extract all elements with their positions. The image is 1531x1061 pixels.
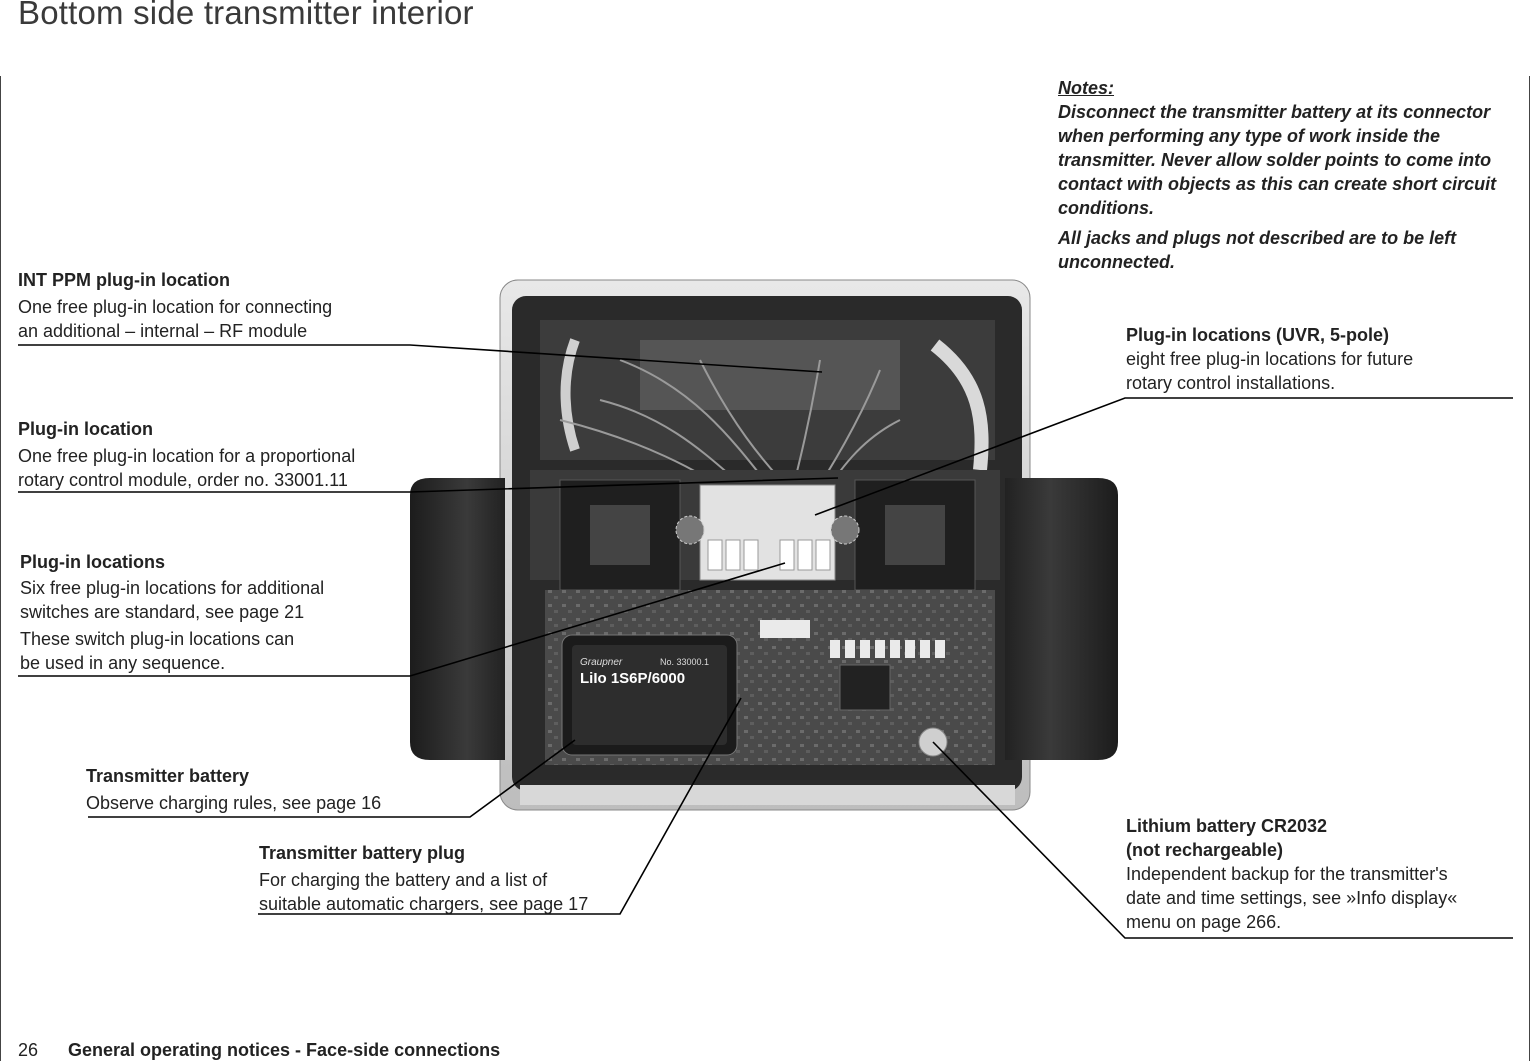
callout-text: Observe charging rules, see page 16 <box>86 793 382 813</box>
leader-switch-locations <box>18 562 786 677</box>
callout-text: One free plug-in location for connecting <box>18 297 333 317</box>
callout-heading: Plug-in locations <box>20 552 166 572</box>
notes-paragraph-2: All jacks and plugs not described are to… <box>1058 228 1457 272</box>
leader-transmitter-battery <box>88 739 576 818</box>
callout-text: be used in any sequence. <box>20 653 226 673</box>
callout-text: These switch plug-in locations can <box>20 629 295 649</box>
left-grip <box>410 478 505 760</box>
battery-brand-label: Graupner <box>580 657 623 668</box>
leader-int-ppm <box>18 344 823 373</box>
callout-text: Six free plug-in locations for additiona… <box>20 578 325 598</box>
page-number: 26 <box>18 1040 39 1060</box>
footer-section-title: General operating notices - Face-side co… <box>68 1040 501 1060</box>
notes-paragraph-1: Disconnect the transmitter battery at it… <box>1058 102 1497 218</box>
callout-text: One free plug-in location for a proporti… <box>18 446 356 466</box>
battery-model-label: LiIo 1S6P/6000 <box>580 670 685 687</box>
leader-lithium <box>932 741 1513 939</box>
callout-text: suitable automatic chargers, see page 17 <box>259 894 589 914</box>
callout-heading: Plug-in locations (UVR, 5-pole) <box>1126 325 1390 345</box>
leader-battery-plug <box>258 697 742 915</box>
callout-lithium: Lithium battery CR2032 (not rechargeable… <box>1126 814 1457 934</box>
callout-transmitter-battery: Transmitter battery Observe charging rul… <box>86 764 381 815</box>
callout-uvr: Plug-in locations (UVR, 5-pole) eight fr… <box>1126 323 1413 395</box>
callout-text: For charging the battery and a list of <box>259 870 548 890</box>
callout-text: date and time settings, see »Info displa… <box>1126 888 1458 908</box>
callout-heading: Plug-in location <box>18 419 153 439</box>
callout-switch-locations: Plug-in locations Six free plug-in locat… <box>20 550 324 675</box>
callout-text: menu on page 266. <box>1126 912 1282 932</box>
callout-text: rotary control module, order no. 33001.1… <box>18 470 348 490</box>
callout-int-ppm: INT PPM plug-in location One free plug-i… <box>18 268 332 343</box>
leader-plugin-location <box>18 477 839 493</box>
leader-uvr <box>814 397 1513 516</box>
callout-battery-plug: Transmitter battery plug For charging th… <box>259 841 588 916</box>
page-title: Bottom side transmitter interior <box>18 0 474 31</box>
right-frame-line <box>1529 76 1530 1061</box>
callout-heading: INT PPM plug-in location <box>18 270 230 290</box>
callout-text: switches are standard, see page 21 <box>20 602 305 622</box>
battery-number-label: No. 33000.1 <box>660 657 709 667</box>
callout-text: rotary control installations. <box>1126 373 1336 393</box>
left-frame-line <box>0 76 1 1061</box>
callout-heading: Lithium battery CR2032 <box>1126 816 1328 836</box>
callout-heading: (not rechargeable) <box>1126 840 1284 860</box>
callout-heading: Transmitter battery plug <box>259 843 466 863</box>
notes-heading: Notes: <box>1058 78 1115 98</box>
notes-box: Notes: Disconnect the transmitter batter… <box>1058 76 1523 274</box>
callout-heading: Transmitter battery <box>86 766 250 786</box>
callout-plugin-location: Plug-in location One free plug-in locati… <box>18 417 355 492</box>
callout-text: eight free plug-in locations for future <box>1126 349 1414 369</box>
right-grip <box>1005 478 1118 760</box>
callout-text: Independent backup for the transmitter's <box>1126 864 1448 884</box>
callout-text: an additional – internal – RF module <box>18 321 308 341</box>
